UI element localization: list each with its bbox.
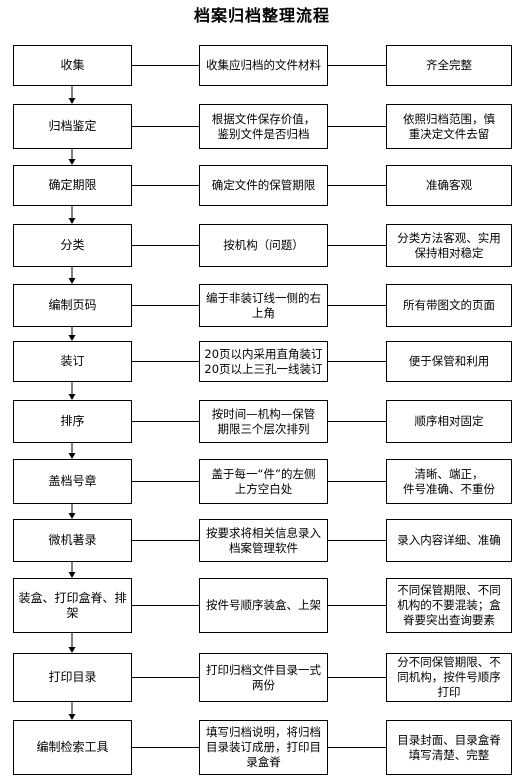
step-box: 装盒、打印盒脊、排架 (13, 578, 132, 633)
requirement-box: 清晰、端正， 件号准确、不重份 (386, 459, 512, 504)
requirement-box: 便于保管和利用 (386, 341, 512, 382)
flow-arrow (68, 453, 76, 459)
requirement-box: 准确客观 (386, 165, 512, 206)
flow-arrow (68, 218, 76, 224)
flow-arrow (68, 714, 76, 720)
step-box: 编制页码 (13, 284, 132, 327)
method-box: 20页以内采用直角装订 20页以上三孔一线装订 (199, 341, 328, 382)
flow-arrow (68, 572, 76, 578)
method-box: 确定文件的保管期限 (199, 165, 328, 206)
flow-arrow (68, 647, 76, 653)
method-box: 根据文件保存价值， 鉴别文件是否归档 (199, 104, 328, 149)
step-box: 分类 (13, 224, 132, 267)
requirement-box: 顺序相对固定 (386, 400, 512, 443)
requirement-box: 齐全完整 (386, 45, 512, 86)
method-box: 编于非装订线一侧的右 上角 (199, 284, 328, 327)
method-box: 按要求将相关信息录入 档案管理软件 (199, 519, 328, 562)
step-box: 归档鉴定 (13, 104, 132, 149)
step-box: 编制检索工具 (13, 720, 132, 775)
method-box: 按机构（问题） (199, 224, 328, 267)
method-box: 打印归档文件目录一式 两份 (199, 653, 328, 702)
flow-arrow (68, 513, 76, 519)
flow-arrow (68, 335, 76, 341)
flow-arrow (68, 278, 76, 284)
requirement-box: 所有带图文的页面 (386, 284, 512, 327)
requirement-box: 目录封面、目录盒脊 填写清楚、完整 (386, 720, 512, 775)
diagram-title: 档案归档整理流程 (193, 6, 330, 25)
flow-arrow (68, 159, 76, 165)
flow-arrow (68, 98, 76, 104)
step-box: 确定期限 (13, 165, 132, 206)
requirement-box: 分类方法客观、实用 保持相对稳定 (386, 224, 512, 267)
requirement-box: 分不同保管期限、不 同机构，按件号顺序 打印 (386, 653, 512, 702)
method-box: 按件号顺序装盒、上架 (199, 578, 328, 633)
step-box: 微机著录 (13, 519, 132, 562)
method-box: 收集应归档的文件材料 (199, 45, 328, 86)
step-box: 打印目录 (13, 653, 132, 702)
step-box: 排序 (13, 400, 132, 443)
requirement-box: 依照归档范围，慎 重决定文件去留 (386, 104, 512, 149)
flow-arrow (68, 394, 76, 400)
method-box: 盖于每一“件”的左侧 上方空白处 (199, 459, 328, 504)
method-box: 按时间—机构—保管 期限三个层次排列 (199, 400, 328, 443)
requirement-box: 不同保管期限、不同 机构的不要混装；盒 脊要突出查询要素 (386, 578, 512, 633)
step-box: 装订 (13, 341, 132, 382)
step-box: 盖档号章 (13, 459, 132, 504)
method-box: 填写归档说明，将归档 目录装订成册，打印目 录盒脊 (199, 720, 328, 775)
requirement-box: 录入内容详细、准确 (386, 519, 512, 562)
step-box: 收集 (13, 45, 132, 86)
